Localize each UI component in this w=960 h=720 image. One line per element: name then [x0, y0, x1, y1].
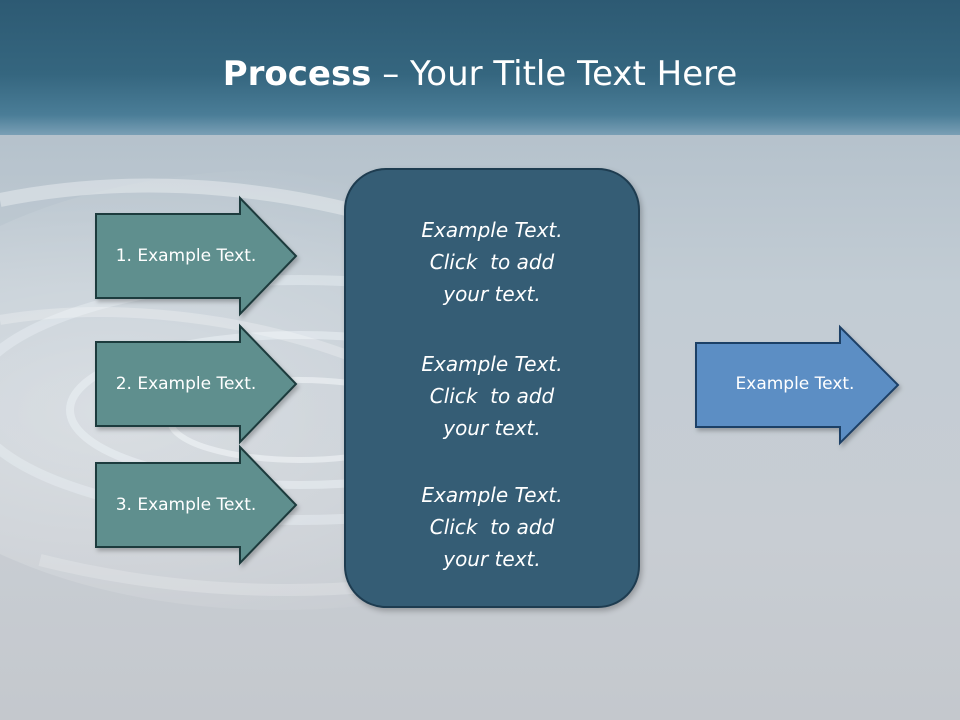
center-block-2-line-2: Click to add [429, 384, 555, 408]
center-block-1-line-2: Click to add [429, 250, 555, 274]
step-arrow-3[interactable] [95, 444, 298, 566]
center-block-1-line-3: your text. [443, 282, 541, 306]
center-block-3-line-2: Click to add [429, 515, 555, 539]
center-text-block-1: Example Text. Click to add your text. [346, 214, 638, 310]
center-block-3-line-3: your text. [443, 547, 541, 571]
header-band [0, 0, 960, 135]
center-text-box[interactable]: Example Text. Click to add your text. Ex… [344, 168, 640, 608]
step-arrow-1[interactable] [95, 195, 298, 317]
step-label-2: 2. Example Text. [115, 374, 257, 394]
step-arrow-2[interactable] [95, 323, 298, 445]
center-block-3-line-1: Example Text. [421, 483, 563, 507]
center-text-block-3: Example Text. Click to add your text. [346, 479, 638, 575]
title-bold: Process [222, 54, 372, 94]
center-block-2-line-3: your text. [443, 416, 541, 440]
step-label-3: 3. Example Text. [115, 495, 257, 515]
output-arrow[interactable] [695, 324, 900, 446]
title-rest: – Your Title Text Here [371, 54, 738, 94]
slide-title: Process – Your Title Text Here [0, 52, 960, 96]
output-label: Example Text. [735, 374, 855, 394]
center-block-2-line-1: Example Text. [421, 352, 563, 376]
center-text-block-2: Example Text. Click to add your text. [346, 348, 638, 444]
step-label-1: 1. Example Text. [115, 246, 257, 266]
center-block-1-line-1: Example Text. [421, 218, 563, 242]
